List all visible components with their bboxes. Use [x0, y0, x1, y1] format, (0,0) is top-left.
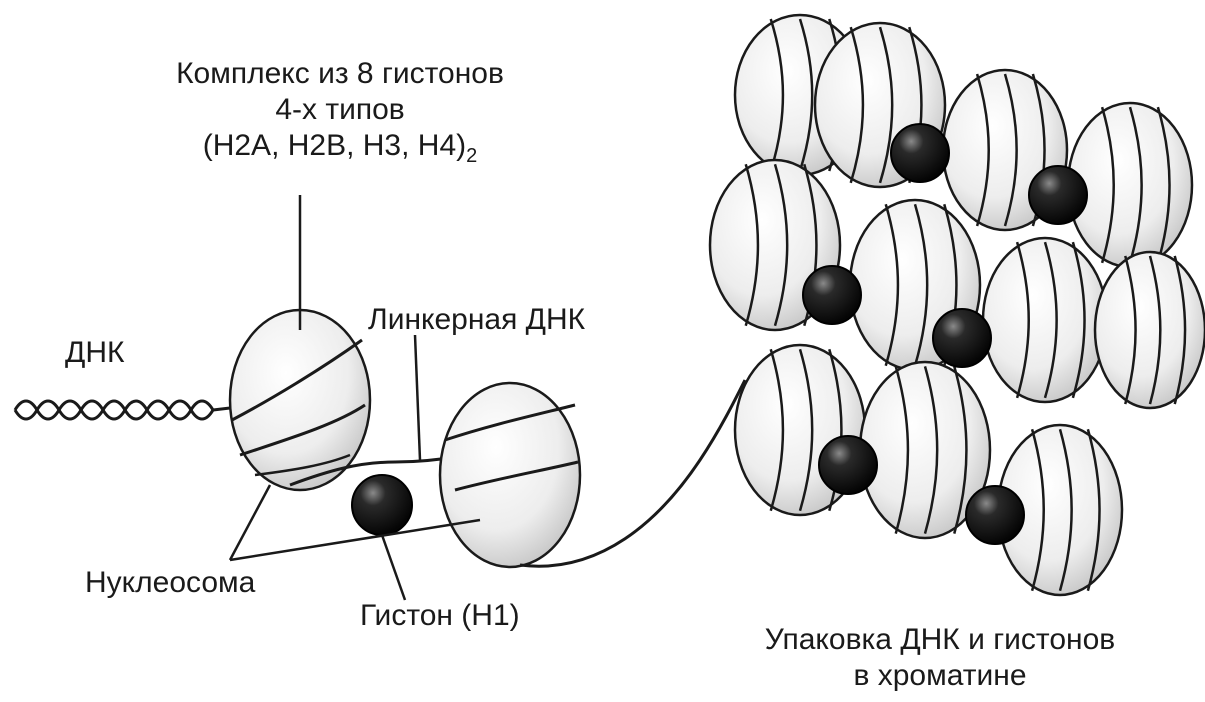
nucleosome-label: Нуклеосома	[85, 565, 255, 601]
dna-helix	[15, 401, 230, 419]
histone-h1-label: Гистон (H1)	[360, 598, 520, 634]
histone-complex-subscript: 2	[466, 145, 477, 167]
linker-dna-label: Линкерная ДНК	[368, 302, 585, 338]
histone-complex-label: Комплекс из 8 гистонов 4-х типов (H2A, H…	[130, 56, 550, 174]
dna-label: ДНК	[65, 335, 124, 371]
histone-complex-line3: (H2A, H2B, H3, H4)	[203, 129, 466, 162]
histone-h1-ball	[352, 475, 412, 535]
chromatin-caption-line2: в хроматине	[720, 658, 1160, 694]
chromatin-h1-ball	[1029, 166, 1087, 224]
chromatin-bead	[983, 238, 1107, 402]
chromatin-bead	[1068, 103, 1192, 267]
chromatin-caption: Упаковка ДНК и гистонов в хроматине	[720, 622, 1160, 694]
histone-complex-line3-wrap: (H2A, H2B, H3, H4)2	[130, 128, 550, 174]
chromatin-cluster	[710, 15, 1205, 595]
chromatin-h1-ball	[803, 266, 861, 324]
chromatin-caption-line1: Упаковка ДНК и гистонов	[720, 622, 1160, 658]
chromatin-h1-ball	[819, 436, 877, 494]
chromatin-h1-ball	[933, 309, 991, 367]
chromatin-bead	[1095, 252, 1205, 408]
chromatin-h1-ball	[891, 124, 949, 182]
nucleosome-bead-2	[440, 383, 580, 567]
nucleosome-bead-1	[230, 310, 370, 490]
histone-complex-line2: 4-х типов	[130, 92, 550, 128]
chromatin-h1-ball	[966, 486, 1024, 544]
histone-complex-line1: Комплекс из 8 гистонов	[130, 56, 550, 92]
